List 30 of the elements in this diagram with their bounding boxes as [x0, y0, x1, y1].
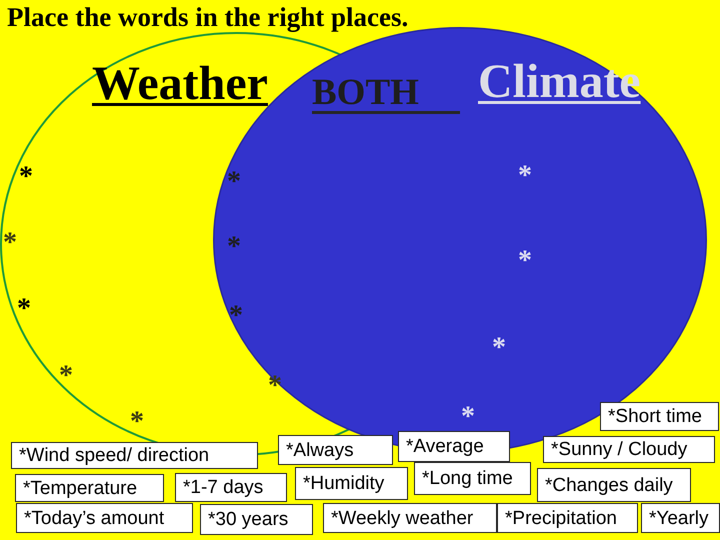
asterisk-bullet: * [518, 162, 532, 190]
word-card: *Yearly [641, 503, 720, 533]
word-card: *Precipitation [497, 503, 638, 533]
venn-heading: Weather [92, 60, 268, 108]
word-card: *Today’s amount [16, 503, 193, 533]
word-card: *Short time [600, 402, 719, 431]
asterisk-bullet: * [461, 403, 475, 431]
asterisk-bullet: * [227, 233, 241, 261]
word-card: *Humidity [295, 467, 408, 500]
asterisk-bullet: * [17, 295, 31, 323]
asterisk-bullet: * [229, 302, 243, 330]
asterisk-bullet: * [130, 408, 144, 436]
asterisk-bullet: * [3, 229, 17, 257]
word-card: *Sunny / Cloudy [543, 436, 715, 463]
asterisk-bullet: * [492, 334, 506, 362]
word-card: *1-7 days [175, 473, 287, 502]
asterisk-bullet: * [227, 168, 241, 196]
word-card: *Temperature [15, 474, 164, 502]
asterisk-bullet: * [59, 362, 73, 390]
word-card: *Long time [414, 462, 531, 495]
asterisk-bullet: * [19, 163, 33, 191]
word-card: *Changes daily [537, 468, 691, 502]
overlap-heading: BOTH [312, 74, 460, 114]
word-card: *Always [278, 435, 393, 465]
instruction-title: Place the words in the right places. [7, 4, 408, 31]
asterisk-bullet: * [518, 247, 532, 275]
word-card: *Wind speed/ direction [11, 442, 258, 469]
word-card: *30 years [200, 504, 313, 535]
word-card: *Weekly weather [323, 503, 497, 533]
word-card: *Average [398, 431, 510, 462]
